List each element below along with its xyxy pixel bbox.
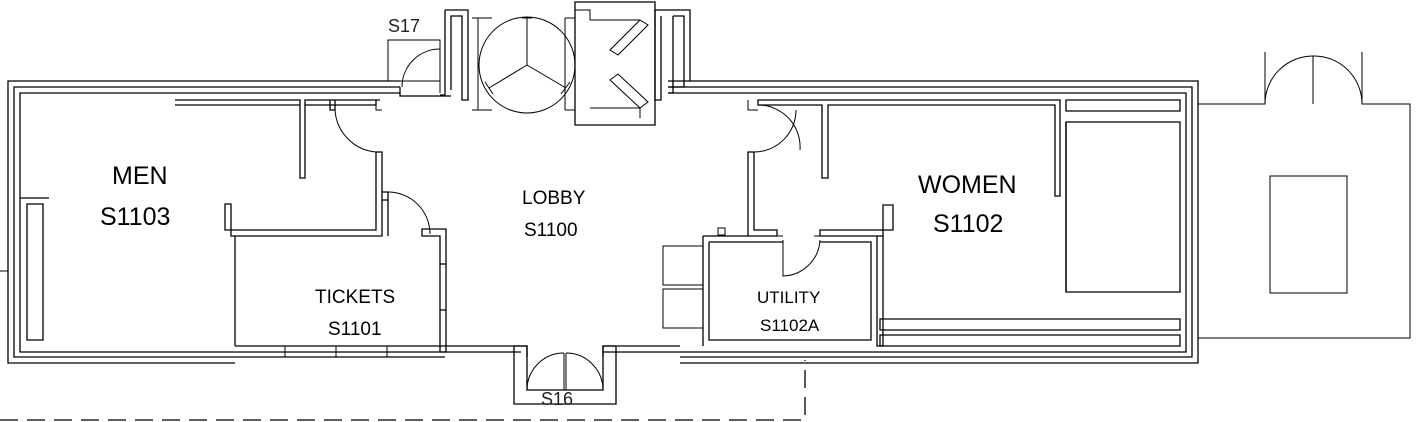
utility-room-number: S1102A [760,316,820,335]
men-room-number: S1103 [100,203,170,231]
tickets-room-number: S1101 [328,319,382,340]
utility-room-name: UTILITY [757,288,820,307]
women-room-name: WOMEN [918,171,1017,199]
exterior-annex [1198,52,1411,339]
men-partitions [20,99,383,346]
tickets-partitions [382,191,447,353]
lobby-room-name: LOBBY [522,188,586,209]
men-room-name: MEN [112,162,168,190]
women-room-number: S1102 [933,210,1003,238]
utility-partitions [662,227,872,346]
north-door-label: S17 [388,16,420,36]
lobby-room-number: S1100 [524,220,578,241]
south-entry [513,345,617,405]
tickets-room-name: TICKETS [315,287,395,308]
lobby-door-swings [375,100,758,111]
dashed-boundary [0,270,806,421]
exterior-walls [7,80,1199,364]
south-door-label: S16 [541,389,573,409]
north-vestibule [387,1,691,126]
